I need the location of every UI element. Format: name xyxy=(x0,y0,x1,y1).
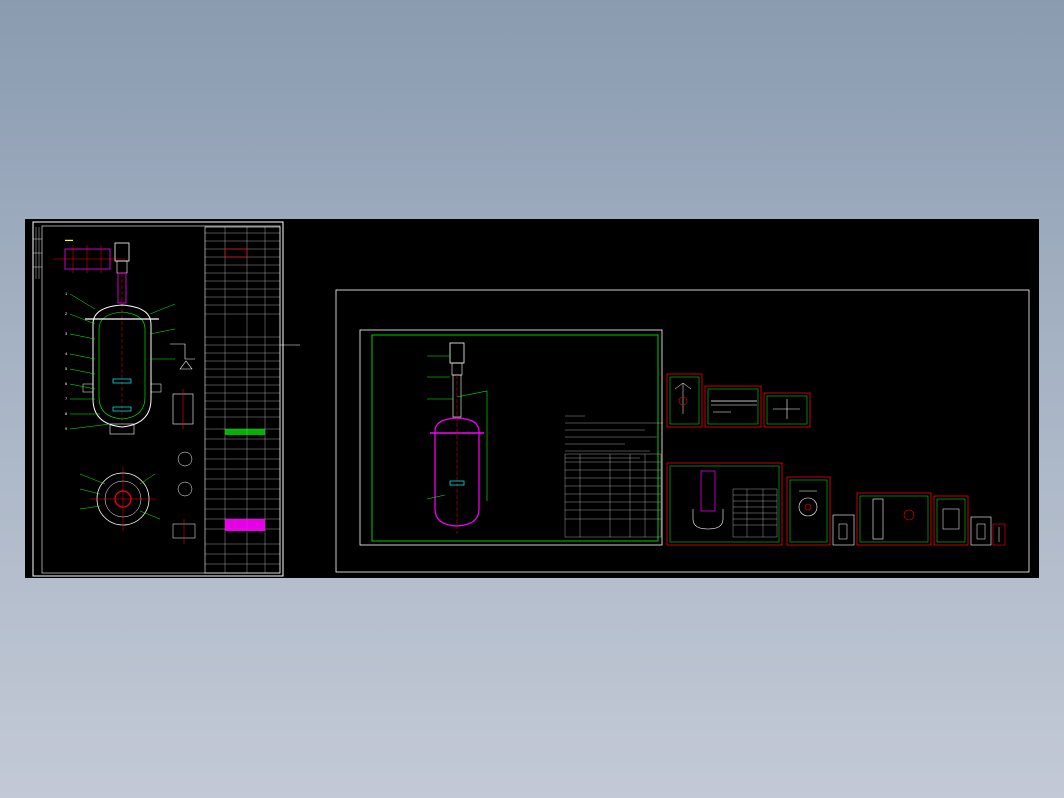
svg-text:8: 8 xyxy=(65,411,68,416)
svg-text:5: 5 xyxy=(65,366,68,371)
svg-text:3: 3 xyxy=(65,331,68,336)
svg-text:4: 4 xyxy=(65,351,68,356)
svg-text:9: 9 xyxy=(65,426,68,431)
detail-sheet-4[interactable] xyxy=(666,462,783,546)
drawing-canvas[interactable]: ▬▬ xyxy=(25,219,1039,578)
lower-details xyxy=(172,451,196,544)
reactor-top-view xyxy=(79,467,161,531)
section-details xyxy=(170,343,195,429)
detail-sheet-7[interactable] xyxy=(856,492,932,546)
detail-sheet-9[interactable] xyxy=(970,516,992,546)
detail-sheet-10[interactable] xyxy=(992,523,1006,546)
nozzle-orientation-view: ▬▬ xyxy=(53,237,125,273)
main-assembly-sheet[interactable]: ▬▬ xyxy=(32,221,300,577)
detail-sheet-5[interactable] xyxy=(786,476,831,546)
general-arrangement-sheet[interactable] xyxy=(359,329,663,546)
notes-block xyxy=(565,415,663,459)
svg-text:▬▬: ▬▬ xyxy=(65,237,73,242)
svg-text:7: 7 xyxy=(65,396,68,401)
detail-sheet-8[interactable] xyxy=(933,495,969,546)
detail-sheet-3[interactable] xyxy=(763,392,811,428)
svg-text:2: 2 xyxy=(65,311,68,316)
parts-table xyxy=(564,453,662,538)
reactor-elevation-view: 1 2 3 4 5 6 7 8 9 xyxy=(65,242,176,435)
layout-outer-frame[interactable] xyxy=(335,289,1030,573)
sheet-side-strip xyxy=(33,227,42,279)
detail-sheet-2[interactable] xyxy=(704,385,762,428)
svg-text:6: 6 xyxy=(65,381,68,386)
svg-text:1: 1 xyxy=(65,291,68,296)
cad-model-space[interactable]: ▬▬ xyxy=(25,219,1039,578)
detail-sheet-6[interactable] xyxy=(832,514,855,546)
detail-sheet-1[interactable] xyxy=(666,373,703,428)
technical-data-tables xyxy=(204,226,300,574)
